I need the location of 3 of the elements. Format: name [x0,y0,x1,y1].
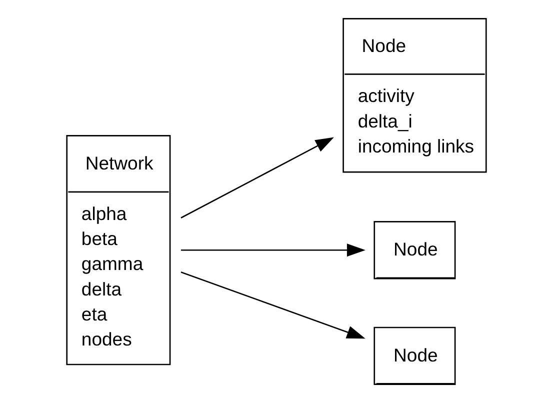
arrow [180,137,334,218]
arrow [180,272,365,339]
arrow [180,244,365,257]
